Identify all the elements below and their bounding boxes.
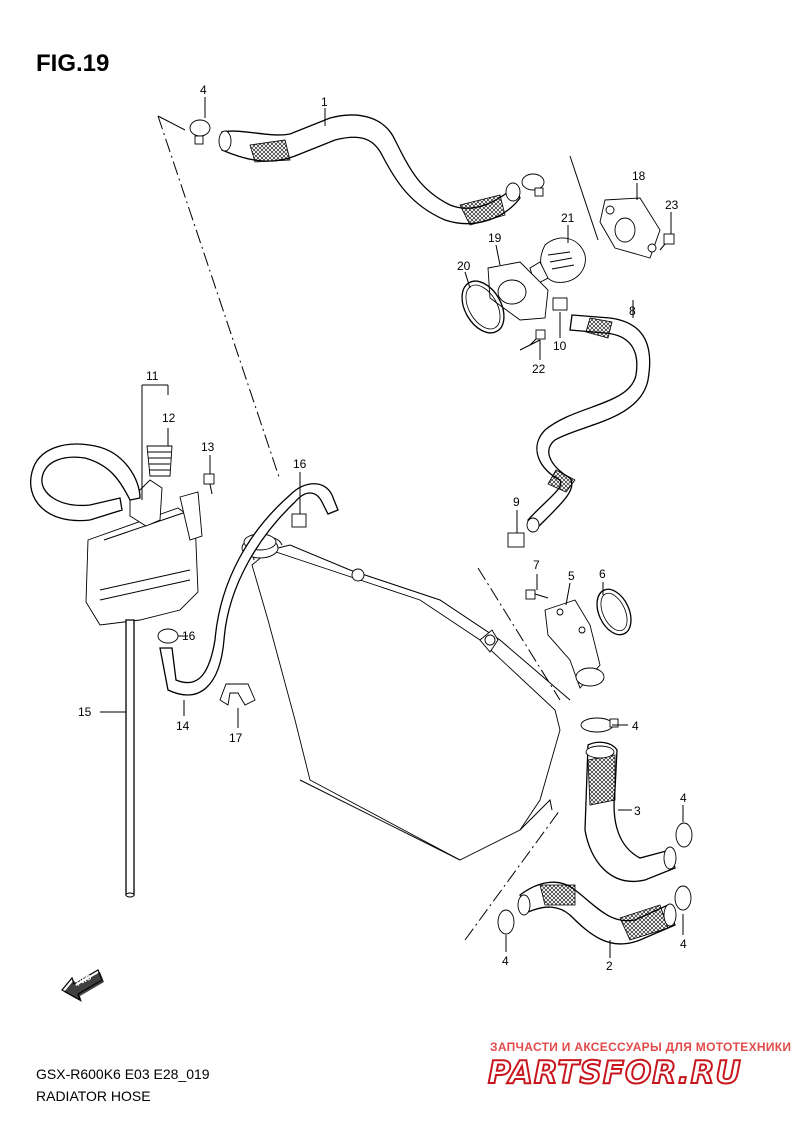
reservoir-hose (159, 483, 339, 696)
lower-hose-3 (584, 741, 677, 882)
figure-title: FIG.19 (36, 50, 110, 77)
bolt-22 (529, 329, 546, 346)
fwd-arrow-icon: FWD (61, 969, 104, 1002)
clamp-mid-right (580, 717, 619, 733)
reference-line-lower (477, 567, 561, 701)
upper-hose (218, 114, 521, 226)
leader-lines (100, 97, 684, 958)
callout-10: 10 (553, 339, 567, 353)
callout-21: 21 (561, 211, 575, 225)
watermark-tagline: ЗАПЧАСТИ И АКСЕССУАРЫ ДЛЯ МОТОТЕХНИКИ (490, 1040, 792, 1054)
clamp-lower-right-1 (675, 822, 693, 848)
callout-17: 17 (229, 731, 243, 745)
radiator (251, 537, 571, 861)
thermostat-cover (599, 197, 661, 259)
bracket-line-right (569, 155, 599, 241)
clamp-lower-left (497, 909, 515, 935)
clip-17 (219, 683, 256, 706)
reference-line-bottom (464, 809, 561, 941)
callout-18: 18 (632, 169, 646, 183)
figure-subtitle: RADIATOR HOSE (36, 1088, 151, 1104)
callout-4-right-upper: 4 (680, 791, 687, 805)
callout-22: 22 (532, 362, 546, 376)
reservoir-cap (146, 445, 173, 477)
callout-19: 19 (488, 231, 502, 245)
callout-14: 14 (176, 719, 190, 733)
clip-9 (507, 532, 525, 548)
callout-13: 13 (201, 440, 215, 454)
reservoir-breather (30, 443, 141, 522)
clamp-16-upper (291, 513, 307, 528)
callout-3: 3 (634, 804, 641, 818)
callout-16-upper: 16 (293, 457, 307, 471)
clip-10 (552, 297, 568, 311)
lower-hose-2 (517, 881, 677, 945)
water-inlet-pipe (544, 599, 605, 689)
callout-6: 6 (599, 567, 606, 581)
reference-line-upper (157, 115, 281, 481)
callout-4-right-lower: 4 (680, 937, 687, 951)
callout-11: 11 (146, 369, 159, 383)
model-code: GSX-R600K6 E03 E28_019 (36, 1066, 210, 1082)
callout-4-upper-left: 4 (200, 83, 207, 97)
clamp-upper-right (521, 173, 545, 197)
bypass-hose (526, 314, 651, 533)
callout-9: 9 (513, 495, 520, 509)
thermostat (529, 237, 586, 286)
o-ring-6 (596, 588, 632, 636)
callout-4-mid: 4 (632, 719, 639, 733)
overflow-hose (125, 619, 135, 898)
callout-8: 8 (629, 304, 636, 318)
callout-15: 15 (78, 705, 92, 719)
callout-20: 20 (457, 259, 471, 273)
callout-16-lower: 16 (182, 629, 196, 643)
callout-7: 7 (533, 558, 540, 572)
clamp-lower-right-2 (674, 885, 692, 911)
bolt-23 (659, 233, 675, 251)
clamp-16-lower (157, 628, 179, 644)
bracket-line-top (157, 115, 186, 131)
o-ring-20 (461, 280, 505, 334)
callout-4-lower-left: 4 (502, 954, 509, 968)
bolt-7 (525, 589, 549, 600)
callout-12: 12 (162, 411, 176, 425)
callout-23: 23 (665, 198, 679, 212)
thermostat-housing (487, 261, 549, 321)
reservoir-tank (85, 479, 203, 626)
callout-2: 2 (606, 959, 613, 973)
callout-5: 5 (568, 569, 575, 583)
callout-1: 1 (321, 95, 328, 109)
bolt-13 (203, 473, 215, 495)
clamp-upper-left (189, 119, 211, 145)
watermark-logo: PARTSFOR.RU (487, 1054, 742, 1092)
